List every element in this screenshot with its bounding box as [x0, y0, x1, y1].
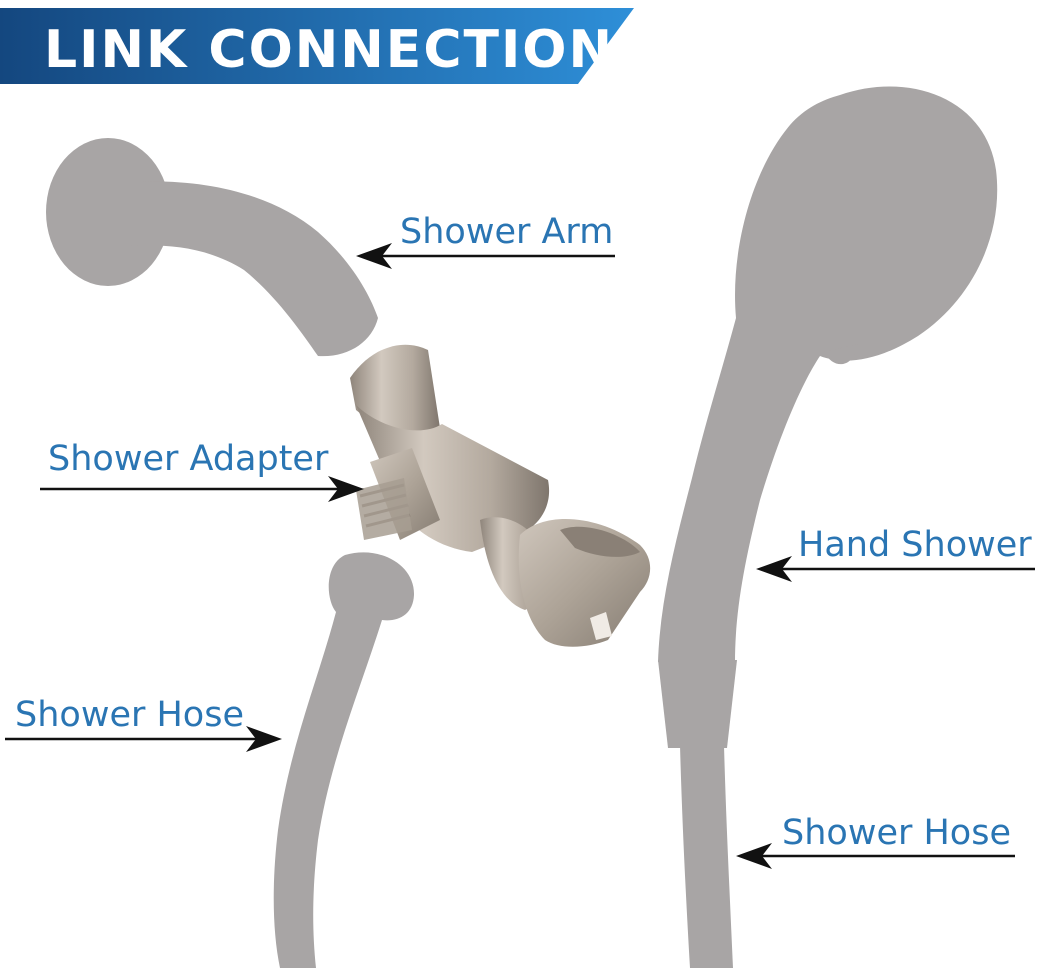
- label-shower-arm: Shower Arm: [400, 212, 613, 252]
- label-shower-hose-right: Shower Hose: [782, 813, 1011, 853]
- arrowhead-shower-arm: [356, 243, 392, 269]
- callout-shower-arm: Shower Arm: [356, 212, 615, 269]
- callout-shower-hose-right: Shower Hose: [736, 813, 1015, 869]
- shower-arm-silhouette: [46, 138, 378, 357]
- shower-hose-silhouette-left: [273, 552, 415, 968]
- shower-adapter-part: [350, 344, 651, 647]
- label-hand-shower: Hand Shower: [798, 525, 1032, 565]
- banner-title: LINK CONNECTION: [44, 20, 614, 80]
- banner-background: [0, 8, 634, 84]
- arrowhead-shower-hose-left: [246, 726, 282, 752]
- hand-shower-silhouette: [658, 86, 998, 968]
- arrowhead-shower-adapter: [328, 476, 364, 502]
- callout-shower-hose-left: Shower Hose: [5, 695, 282, 752]
- callout-shower-adapter: Shower Adapter: [40, 439, 364, 502]
- label-shower-hose-left: Shower Hose: [15, 695, 244, 735]
- arrowhead-hand-shower: [756, 556, 792, 582]
- callout-hand-shower: Hand Shower: [756, 525, 1035, 582]
- label-shower-adapter: Shower Adapter: [48, 439, 329, 479]
- arrowhead-shower-hose-right: [736, 843, 772, 869]
- title-banner: LINK CONNECTION: [0, 8, 634, 84]
